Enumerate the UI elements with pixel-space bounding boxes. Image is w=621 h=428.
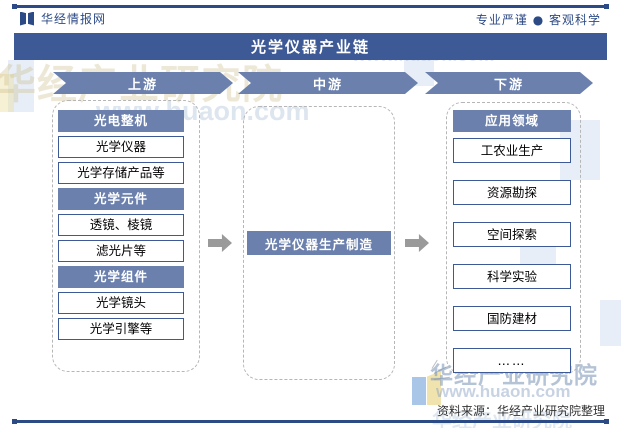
tier-label-downstream: 下游: [493, 77, 524, 93]
node-resource-exploration[interactable]: 资源勘探: [453, 180, 571, 205]
watermark-block: [0, 74, 14, 112]
brand-name: 华经情报网: [41, 12, 107, 26]
source-note: 资料来源：华经产业研究院整理: [436, 404, 605, 418]
node-optical-instrument[interactable]: 光学仪器: [58, 136, 184, 158]
page-title-bar: 光学仪器产业链: [14, 33, 607, 60]
logo-mark-icon: [20, 11, 34, 26]
watermark-block: [600, 300, 621, 346]
node-optical-engine[interactable]: 光学引擎等: [58, 318, 184, 340]
page-title: 光学仪器产业链: [250, 38, 370, 56]
top-divider: [12, 4, 609, 9]
tier-banner-midstream: 中游: [238, 72, 418, 94]
node-ellipsis[interactable]: ……: [453, 348, 571, 373]
tier-label-midstream: 中游: [312, 77, 343, 93]
downstream-container: [446, 102, 581, 374]
group-header-optical-assembly: 光学组件: [58, 266, 184, 288]
tier-banner-downstream: 下游: [425, 72, 593, 94]
node-industrial-agricultural-production[interactable]: 工农业生产: [453, 138, 571, 163]
upstream-container: [52, 100, 200, 372]
downstream-column: 应用领域 工农业生产 资源勘探 空间探索 科学实验 国防建材 ……: [453, 110, 571, 390]
group-header-optical-components: 光学元件: [58, 188, 184, 210]
midstream-node-manufacturing[interactable]: 光学仪器生产制造: [247, 231, 391, 255]
midstream-node-label: 光学仪器生产制造: [264, 236, 373, 252]
midstream-container: [243, 106, 395, 380]
node-optical-storage-products[interactable]: 光学存储产品等: [58, 162, 184, 184]
tier-banner-upstream: 上游: [53, 72, 233, 94]
node-optical-lens-module[interactable]: 光学镜头: [58, 292, 184, 314]
watermark-logo-icon: [412, 359, 450, 405]
node-national-defense-materials[interactable]: 国防建材: [453, 306, 571, 331]
upstream-column: 光电整机 光学仪器 光学存储产品等 光学元件 透镜、棱镜 滤光片等 光学组件 光…: [58, 110, 184, 344]
node-filter[interactable]: 滤光片等: [58, 240, 184, 262]
flow-arrow-upstream-to-midstream-icon: [208, 234, 232, 252]
tier-label-upstream: 上游: [127, 77, 158, 93]
node-scientific-experiment[interactable]: 科学实验: [453, 264, 571, 289]
group-header-optoelectronic-machine: 光电整机: [58, 110, 184, 132]
page-header: 华经情报网 专业严谨 ● 客观科学: [0, 8, 621, 32]
bottom-divider: [12, 419, 609, 424]
group-header-application-fields: 应用领域: [453, 110, 571, 132]
header-slogan: 专业严谨 ● 客观科学: [475, 13, 601, 27]
brand: 华经情报网: [20, 10, 106, 27]
node-lens-prism[interactable]: 透镜、棱镜: [58, 214, 184, 236]
watermark-block: [8, 60, 34, 112]
flow-arrow-midstream-to-downstream-icon: [405, 234, 429, 252]
node-space-exploration[interactable]: 空间探索: [453, 222, 571, 247]
